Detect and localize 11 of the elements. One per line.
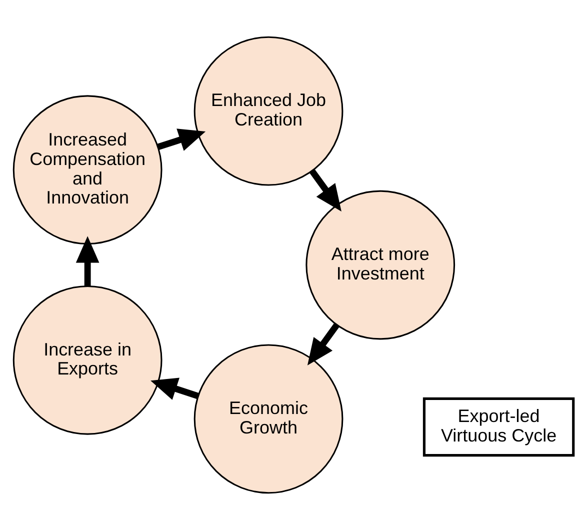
node-circle: Economic Growth xyxy=(194,344,344,494)
node-circle: Increase in Exports xyxy=(12,285,162,435)
arrow xyxy=(150,378,200,400)
node-box: Export-led Virtuous Cycle xyxy=(422,397,575,457)
arrow xyxy=(307,323,340,366)
node-circle: Attract more Investment xyxy=(306,190,456,340)
node-circle: Enhanced Job Creation xyxy=(194,36,344,186)
arrow xyxy=(157,128,206,151)
arrow xyxy=(309,169,342,212)
arrow xyxy=(76,236,100,286)
node-circle: Increased Compensation and Innovation xyxy=(12,95,162,245)
